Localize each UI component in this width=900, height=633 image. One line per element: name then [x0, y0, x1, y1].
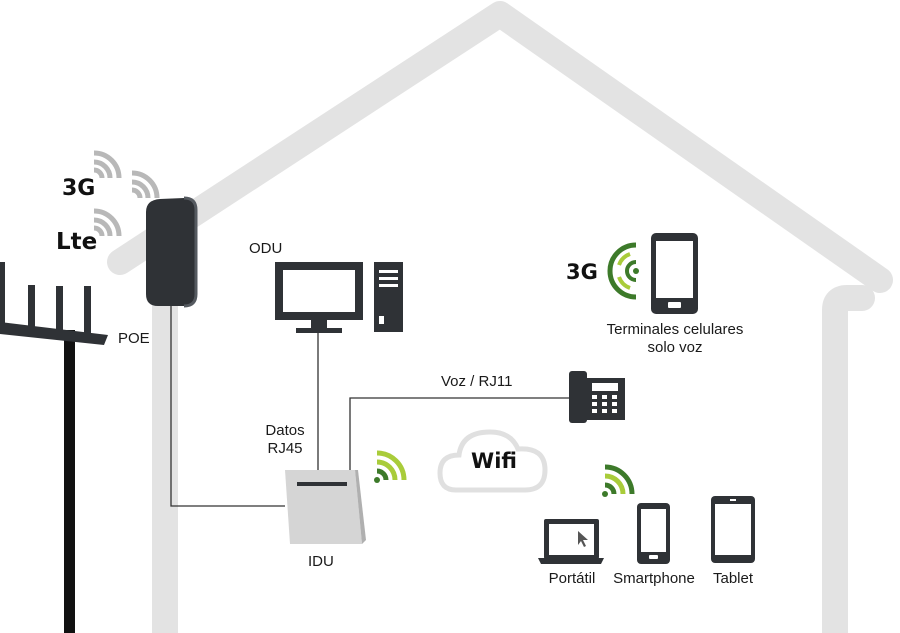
antenna-mast-icon — [0, 262, 108, 633]
wifi-cloud-label: Wifi — [471, 449, 517, 473]
signal-gray-icon — [93, 150, 160, 237]
computer-tower-icon — [374, 262, 403, 332]
rj45-label: RJ45 — [267, 440, 303, 457]
mobile-phone-icon — [651, 233, 698, 314]
phone-signal-icon — [607, 242, 639, 300]
cable-lines — [170, 306, 570, 507]
smartphone-label: Smartphone — [613, 570, 695, 587]
router-wifi-icon — [374, 450, 407, 483]
devices-wifi-icon — [602, 464, 635, 497]
house-outline — [107, 1, 893, 633]
poe-label: POE — [118, 330, 150, 347]
laptop-icon — [538, 519, 604, 564]
odu-label: ODU — [249, 240, 283, 257]
tech-lte-label: Lte — [56, 229, 98, 255]
tablet-icon — [711, 496, 755, 563]
wifi-cloud-icon — [437, 429, 548, 493]
idu-router-icon — [285, 470, 366, 544]
portatil-label: Portátil — [548, 570, 596, 587]
voz-rj11-label: Voz / RJ11 — [441, 373, 513, 390]
phone-3g-label: 3G — [566, 260, 598, 284]
odu-device-icon — [146, 196, 198, 308]
idu-label: IDU — [308, 553, 334, 570]
smartphone-icon — [637, 503, 670, 564]
computer-monitor-icon — [275, 262, 363, 333]
desk-phone-icon — [569, 371, 625, 423]
tablet-label: Tablet — [712, 570, 754, 587]
tech-3g-label: 3G — [62, 176, 96, 201]
datos-label: Datos — [265, 422, 305, 439]
terminales-label-line2: solo voz — [647, 339, 703, 356]
terminales-label-line1: Terminales celulares — [606, 321, 744, 338]
